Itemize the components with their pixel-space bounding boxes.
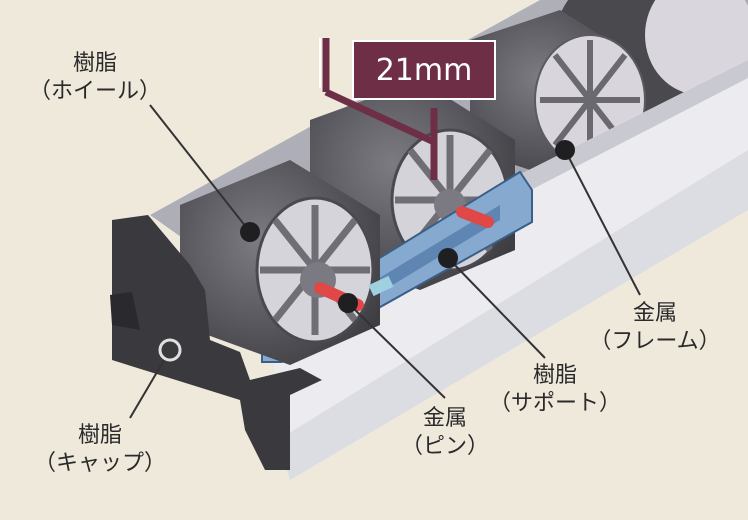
dimension-lines: [322, 38, 438, 180]
marker-pin: [338, 293, 358, 313]
marker-wheel: [240, 222, 260, 242]
pin-middle: [456, 206, 494, 228]
label-resin-wheel: 樹脂 （ホイール）: [28, 51, 161, 104]
label-resin-support: 樹脂 （サポート）: [488, 363, 621, 416]
end-cap-notch: [110, 292, 140, 330]
marker-cap: [158, 338, 182, 362]
leader-lines: [129, 104, 641, 419]
support-clip: [368, 275, 394, 297]
frame-side-lower: [278, 150, 748, 480]
label-metal-frame: 金属 （フレーム）: [589, 301, 721, 354]
label-resin-cap: 樹脂 （キャップ）: [33, 423, 166, 476]
marker-support: [438, 248, 458, 268]
end-cap: [112, 215, 322, 470]
label-metal-pin: 金属 （ピン）: [400, 406, 489, 459]
dimension-label: 21mm: [352, 40, 496, 100]
marker-frame: [555, 140, 575, 160]
